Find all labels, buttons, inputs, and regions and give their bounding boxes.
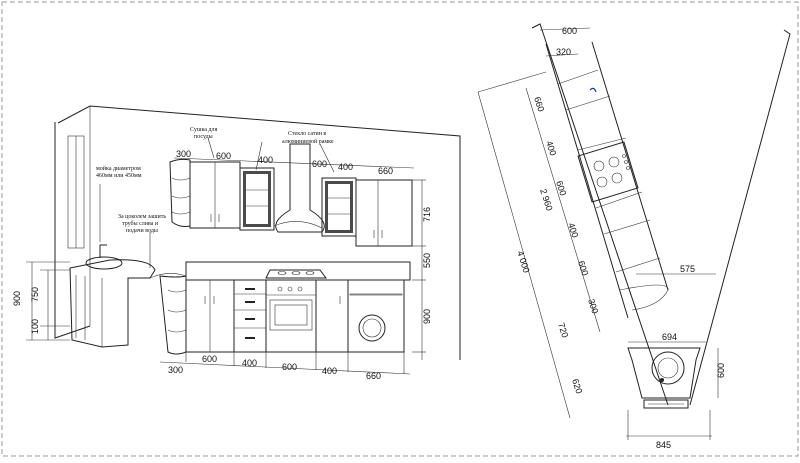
plan-cooktop bbox=[577, 141, 639, 203]
note-sink-1: мойка диаметром bbox=[96, 165, 141, 172]
dim-bot-400b: 400 bbox=[322, 366, 337, 376]
dim-top-660: 660 bbox=[378, 166, 393, 176]
dim-top-300: 300 bbox=[176, 149, 191, 159]
upper-cabinets bbox=[169, 143, 413, 247]
note-pipes-1: За цоколем зашить bbox=[118, 214, 166, 220]
dim-left-750: 750 bbox=[30, 287, 40, 302]
drawer-cabinet-400 bbox=[233, 279, 267, 353]
dim-bot-600a: 600 bbox=[202, 354, 217, 364]
dim-top-400a: 400 bbox=[258, 155, 273, 165]
kitchen-elevation: Сушка для посуды Стекло сатин в алюминие… bbox=[12, 105, 461, 381]
note-glass-1: Стекло сатин в bbox=[288, 131, 326, 137]
oven bbox=[269, 299, 313, 331]
plan-left-wall bbox=[531, 23, 669, 406]
plan-seg-660: 660 bbox=[532, 96, 546, 113]
countertop bbox=[185, 261, 411, 281]
plan-seg-300: 300 bbox=[586, 298, 600, 315]
sink-bowl bbox=[85, 256, 123, 270]
dim-bot-660: 660 bbox=[366, 371, 381, 381]
dim-bot-400a: 400 bbox=[242, 358, 257, 368]
plan-seg-400a: 400 bbox=[544, 140, 558, 157]
note-sink-2: 460мм или 450мм bbox=[96, 173, 142, 179]
plan-sink-base bbox=[643, 399, 689, 409]
upper-cabinet-660 bbox=[355, 179, 413, 247]
plan-dim-4000: 4 000 bbox=[515, 250, 531, 275]
sink-cabinet bbox=[69, 244, 156, 348]
upper-open-shelves bbox=[169, 158, 191, 227]
note-pipes-3: подачи воды bbox=[126, 228, 158, 234]
kitchen-plan: 600 320 4 000 2 960 660 400 600 400 600 … bbox=[477, 23, 791, 450]
note-dryer-2: посуды bbox=[194, 134, 213, 140]
dim-right-716: 716 bbox=[422, 207, 432, 222]
plan-seg-600a: 600 bbox=[554, 180, 568, 197]
elevation-dim-lines bbox=[26, 157, 426, 375]
plan-seg-600b: 600 bbox=[576, 260, 590, 277]
plan-right-wall bbox=[689, 29, 791, 406]
note-glass-2: алюминиевой рамке bbox=[282, 138, 334, 145]
dim-top-600a: 600 bbox=[216, 151, 231, 161]
plan-dim-sink-600: 600 bbox=[716, 363, 726, 378]
cooktop bbox=[265, 269, 327, 279]
plan-dim-320: 320 bbox=[556, 47, 571, 57]
plan-seg-400b: 400 bbox=[566, 222, 580, 239]
glass-cabinet-left bbox=[239, 167, 275, 231]
plan-seg-620: 620 bbox=[570, 378, 584, 395]
plan-dim-2960: 2 960 bbox=[538, 188, 554, 213]
dim-left-100: 100 bbox=[30, 319, 40, 334]
plan-seg-720: 720 bbox=[556, 322, 570, 339]
dim-top-400b: 400 bbox=[338, 162, 353, 172]
plan-dim-694: 694 bbox=[662, 332, 677, 342]
plan-dim-lines bbox=[477, 27, 719, 440]
lower-cabinets bbox=[149, 261, 411, 353]
left-wall bbox=[54, 122, 91, 339]
note-pipes-2: трубы слива и bbox=[122, 220, 159, 227]
plan-dim-600: 600 bbox=[562, 26, 577, 36]
base-cabinet-400 bbox=[315, 279, 349, 353]
washing-machine bbox=[347, 279, 405, 353]
open-corner-shelves bbox=[159, 275, 187, 355]
back-wall bbox=[57, 105, 461, 360]
plan-sink bbox=[627, 347, 701, 409]
dim-right-550: 550 bbox=[422, 253, 432, 268]
annotation-leaders bbox=[99, 137, 335, 268]
plan-dim-575: 575 bbox=[680, 264, 695, 274]
range-hood bbox=[275, 143, 325, 233]
dim-left-900: 900 bbox=[12, 291, 22, 306]
tap-mark bbox=[589, 87, 597, 93]
plan-counter-run bbox=[545, 41, 669, 319]
dim-bot-600b: 600 bbox=[282, 362, 297, 372]
note-dryer-1: Сушка для bbox=[190, 127, 218, 133]
dim-right-900: 900 bbox=[422, 309, 432, 324]
plan-dim-845: 845 bbox=[656, 440, 671, 450]
dim-bot-300: 300 bbox=[168, 365, 183, 375]
dim-top-600b: 600 bbox=[312, 159, 327, 169]
